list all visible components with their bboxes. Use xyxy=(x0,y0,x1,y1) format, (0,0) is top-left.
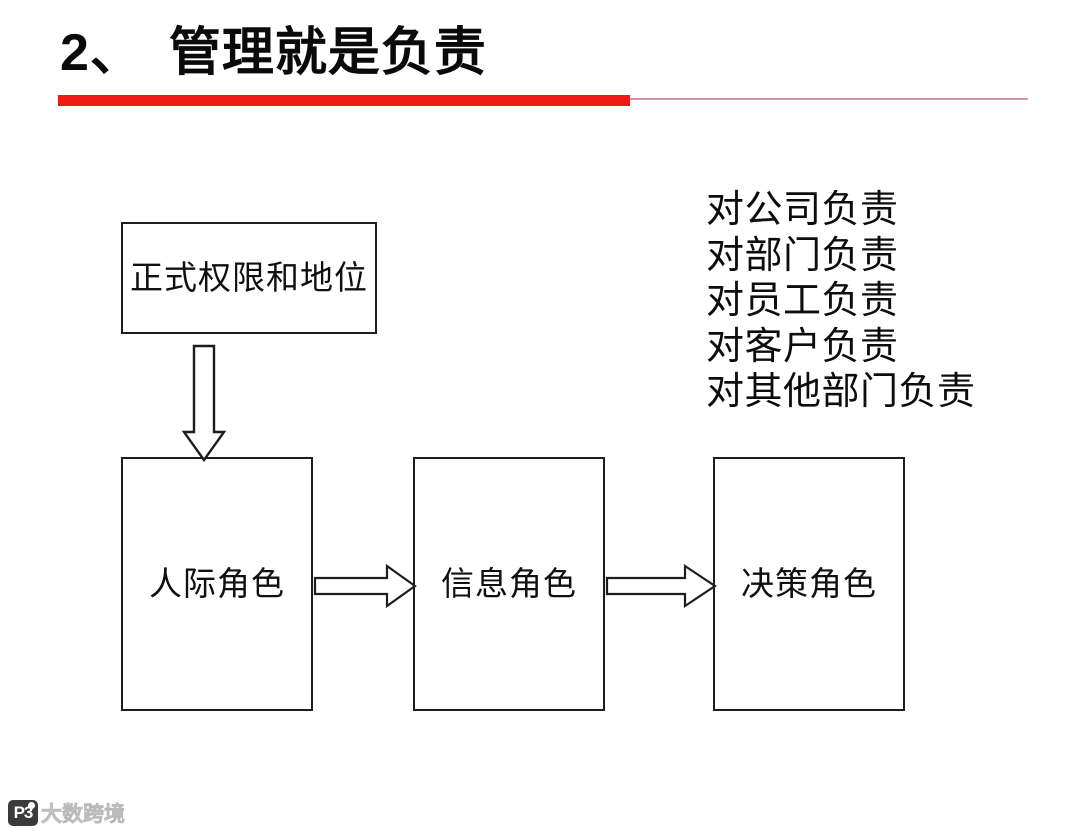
arrow-down-icon xyxy=(178,344,230,462)
watermark-logo-icon: P3 xyxy=(8,800,38,826)
watermark: P3 大数跨境 xyxy=(8,798,125,828)
responsibility-item: 对员工负责 xyxy=(706,280,899,322)
diagram-box-label: 正式权限和地位 xyxy=(130,259,368,296)
diagram-box-label: 信息角色 xyxy=(441,565,577,602)
diagram-box-label: 决策角色 xyxy=(741,565,877,602)
diagram-box-informational: 信息角色 xyxy=(413,457,605,711)
responsibility-item: 对客户负责 xyxy=(706,325,899,368)
diagram-box-formal-authority: 正式权限和地位 xyxy=(121,222,377,334)
page-title: 2、管理就是负责 xyxy=(60,22,487,84)
watermark-text: 大数跨境 xyxy=(41,803,126,827)
diagram-box-label: 人际角色 xyxy=(149,565,285,602)
responsibility-item: 对其他部门负责 xyxy=(706,371,976,413)
responsibility-list: 对公司负责 对部门负责 对员工负责 对客户负责 对其他部门负责 xyxy=(706,188,1006,416)
page-title-index: 2、 xyxy=(60,24,143,82)
title-underline-accent xyxy=(58,95,630,106)
responsibility-item: 对部门负责 xyxy=(706,234,899,277)
title-underline-thin xyxy=(630,98,1028,100)
diagram-box-interpersonal: 人际角色 xyxy=(121,457,313,711)
diagram-box-decisional: 决策角色 xyxy=(713,457,905,711)
page-title-text: 管理就是负责 xyxy=(168,24,487,82)
arrow-right-icon xyxy=(313,562,417,610)
arrow-right-icon xyxy=(605,562,717,610)
responsibility-item: 对公司负责 xyxy=(706,189,899,231)
